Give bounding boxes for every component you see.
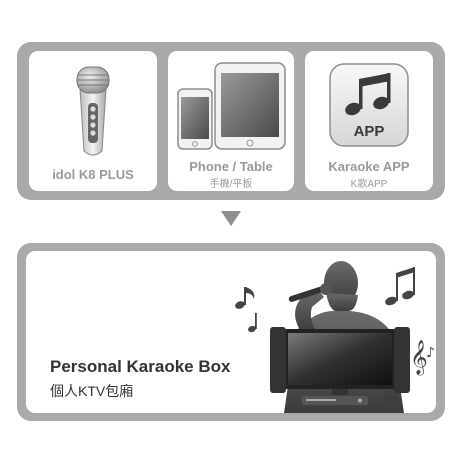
music-note-icon <box>345 73 391 116</box>
phone-tablet-icon <box>177 62 286 150</box>
tv-icon <box>270 327 410 395</box>
card-karaoke-app-label: Karaoke APP <box>328 159 410 174</box>
card-microphone-label: idol K8 PLUS <box>52 167 134 182</box>
card-phone-tablet: Phone / Table 手機/平板 <box>168 51 294 191</box>
card-phone-tablet-sublabel: 手機/平板 <box>209 179 253 190</box>
card-karaoke-app: APP Karaoke APP K歌APP <box>305 51 433 191</box>
result-subtitle: 個人KTV包廂 <box>50 383 134 399</box>
handheld-mic-icon <box>288 283 332 302</box>
music-app-icon <box>329 63 409 147</box>
card-phone-tablet-label: Phone / Table <box>189 159 273 174</box>
svg-text:♪: ♪ <box>426 345 435 361</box>
down-arrow-icon <box>221 211 241 226</box>
result-card: 𝄞 ♪ Personal Karaoke Box 個人KTV包廂 <box>26 251 436 413</box>
karaoke-singer-tv-illustration: 𝄞 ♪ <box>235 261 435 413</box>
result-title: Personal Karaoke Box <box>50 357 231 376</box>
card-microphone: idol K8 PLUS <box>29 51 157 191</box>
music-notes-decoration <box>235 267 415 333</box>
app-badge: APP <box>353 123 385 140</box>
treble-clef-icon: 𝄞 <box>410 340 428 376</box>
devices-panel: idol K8 PLUS Phone / Table 手機/平板 <box>17 42 445 200</box>
dvd-player-icon <box>302 396 368 405</box>
microphone-icon <box>76 66 110 156</box>
card-karaoke-app-sublabel: K歌APP <box>350 179 388 190</box>
result-panel: 𝄞 ♪ Personal Karaoke Box 個人KTV包廂 <box>17 243 445 421</box>
